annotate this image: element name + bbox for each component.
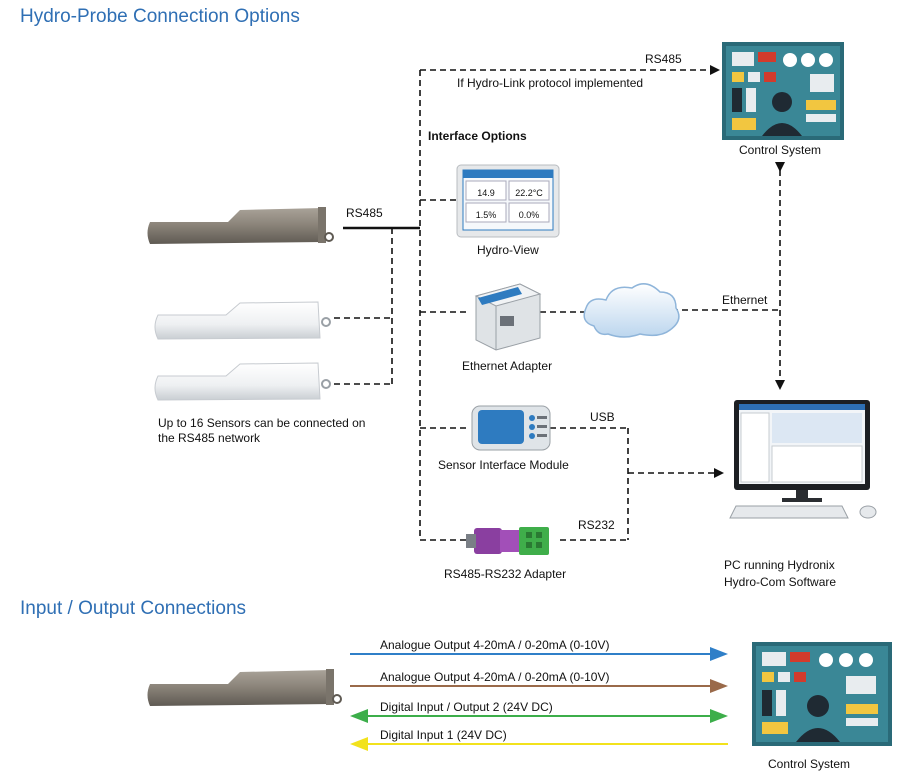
io-arrowhead-right-1 [710,647,728,661]
sensor-probe-white-1 [154,301,331,340]
io-line-label-2: Analogue Output 4-20mA / 0-20mA (0-10V) [380,670,610,684]
hydro-link-note: If Hydro-Link protocol implemented [457,76,644,90]
rs485-bus [334,65,785,541]
sensor-interface-module-device [471,405,551,451]
ethernet-adapter-device [474,283,542,351]
hydro-view-reading-4: 0.0% [519,210,540,220]
hydro-view-reading-1: 14.9 [477,188,495,198]
sensor-probe-steel [147,207,334,244]
sensors-note-line2: the RS485 network [158,431,261,445]
rs485-top-label: RS485 [645,52,682,66]
hydro-view-reading-2: 22.2°C [515,188,543,198]
rs485-sensor-label: RS485 [346,206,383,220]
pc-computer [729,400,877,519]
interface-options-heading: Interface Options [428,129,527,143]
io-line-label-1: Analogue Output 4-20mA / 0-20mA (0-10V) [380,638,610,652]
io-lines [350,647,728,751]
hydro-view-label: Hydro-View [477,243,539,257]
rs232-label: RS232 [578,518,615,532]
ethernet-adapter-label: Ethernet Adapter [462,359,553,373]
io-arrowhead-right-3 [710,709,728,723]
control-system-panel-bottom [752,642,892,746]
cloud-icon [583,283,680,338]
ethernet-label: Ethernet [722,293,768,307]
hydro-view-device: 14.9 22.2°C 1.5% 0.0% [456,164,560,238]
usb-label: USB [590,410,615,424]
pc-label-line2: Hydro-Com Software [724,575,837,589]
sensor-probe-white-2 [154,362,331,401]
sensors-note-line1: Up to 16 Sensors can be connected on [158,416,366,430]
io-connections-title: Input / Output Connections [20,598,247,619]
control-system-top-label: Control System [739,143,822,157]
control-system-panel-top [722,42,844,140]
rs485-rs232-adapter-device [466,527,549,555]
io-arrowhead-right-2 [710,679,728,693]
connection-options-title: Hydro-Probe Connection Options [20,6,300,27]
sensor-probe-io [147,669,342,706]
io-arrowhead-left-4 [350,737,368,751]
io-arrowhead-left-3 [350,709,368,723]
pc-label-line1: PC running Hydronix [724,558,835,572]
sensor-interface-module-label: Sensor Interface Module [438,458,569,472]
io-line-label-4: Digital Input 1 (24V DC) [380,728,507,742]
rs485-rs232-adapter-label: RS485-RS232 Adapter [444,567,567,581]
hydro-view-reading-3: 1.5% [476,210,497,220]
io-line-label-3: Digital Input / Output 2 (24V DC) [380,700,553,714]
control-system-bottom-label: Control System [768,757,851,771]
